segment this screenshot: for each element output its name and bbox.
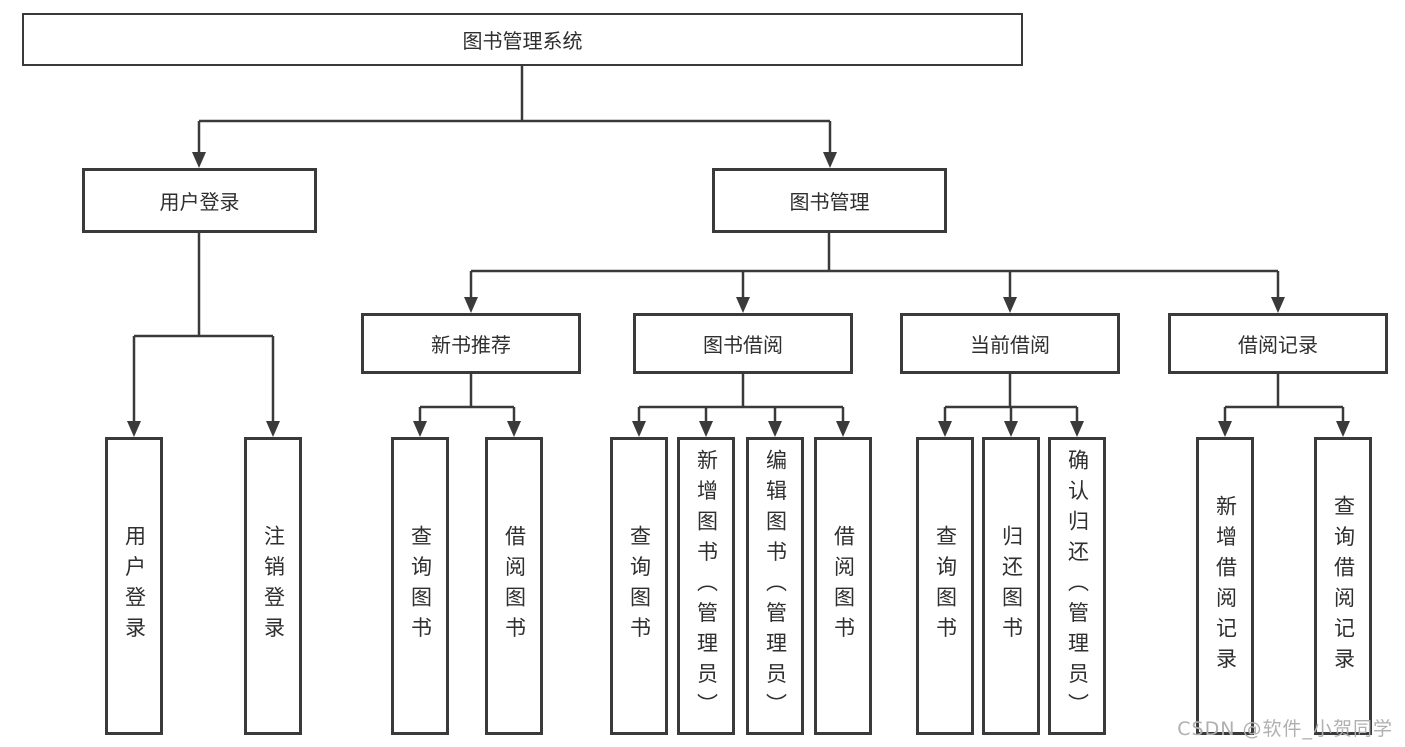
node-label: 当前借阅 — [970, 333, 1050, 357]
leaf-user-login: 用户登录 — [105, 437, 163, 735]
leaf-confirm-return-admin: 确认归还（管理员） — [1048, 437, 1106, 735]
leaf-borrow-books-recommend: 借阅图书 — [485, 437, 543, 735]
connector-book-borrowing-to-leaves — [632, 374, 850, 437]
leaf-label: 编辑图书（管理员） — [763, 448, 788, 724]
connector-current-borrowing-to-leaves — [938, 374, 1084, 437]
node-borrowing-records: 借阅记录 — [1168, 313, 1388, 374]
leaf-return-books: 归还图书 — [982, 437, 1040, 735]
watermark-text: CSDN @软件_小贺同学 — [1177, 718, 1393, 740]
node-book-borrowing: 图书借阅 — [633, 313, 853, 374]
leaf-label: 新增图书（管理员） — [694, 448, 719, 724]
leaf-query-books-current: 查询图书 — [916, 437, 974, 735]
connector-new-book-recommendation-to-leaves — [413, 374, 521, 437]
leaf-label: 新增借阅记录 — [1213, 494, 1238, 678]
leaf-label: 查询图书 — [408, 525, 433, 647]
leaf-query-borrow-record: 查询借阅记录 — [1314, 437, 1372, 735]
leaf-label: 借阅图书 — [831, 525, 856, 647]
node-label: 借阅记录 — [1238, 333, 1318, 357]
leaf-logout: 注销登录 — [244, 437, 302, 735]
leaf-label: 查询图书 — [933, 525, 958, 647]
leaf-label: 查询图书 — [627, 525, 652, 647]
node-root: 图书管理系统 — [22, 13, 1023, 66]
leaf-borrow-books-borrowing: 借阅图书 — [814, 437, 872, 735]
node-user-login: 用户登录 — [82, 168, 317, 233]
leaf-add-books-admin: 新增图书（管理员） — [677, 437, 735, 735]
node-current-borrowing: 当前借阅 — [900, 313, 1120, 374]
leaf-label: 查询借阅记录 — [1331, 494, 1356, 678]
leaf-add-borrow-record: 新增借阅记录 — [1196, 437, 1254, 735]
connector-user-login-to-leaves — [127, 233, 280, 437]
node-label: 新书推荐 — [431, 333, 511, 357]
leaf-query-books-recommend: 查询图书 — [391, 437, 449, 735]
leaf-edit-books-admin: 编辑图书（管理员） — [746, 437, 804, 735]
node-label: 用户登录 — [159, 190, 240, 214]
node-new-book-recommendation: 新书推荐 — [361, 313, 581, 374]
connector-book-management-to-level3 — [464, 233, 1285, 313]
connector-root-to-level2 — [192, 66, 837, 168]
node-label: 图书借阅 — [703, 333, 783, 357]
leaf-label: 注销登录 — [261, 525, 286, 647]
leaf-label: 用户登录 — [122, 525, 147, 647]
node-label: 图书管理 — [789, 190, 870, 214]
leaf-label: 确认归还（管理员） — [1065, 448, 1090, 724]
node-book-management: 图书管理 — [712, 168, 947, 233]
leaf-query-books-borrowing: 查询图书 — [610, 437, 668, 735]
node-root-label: 图书管理系统 — [462, 29, 583, 53]
leaf-label: 借阅图书 — [502, 525, 527, 647]
leaf-label: 归还图书 — [999, 525, 1024, 647]
connector-borrowing-records-to-leaves — [1218, 374, 1350, 437]
